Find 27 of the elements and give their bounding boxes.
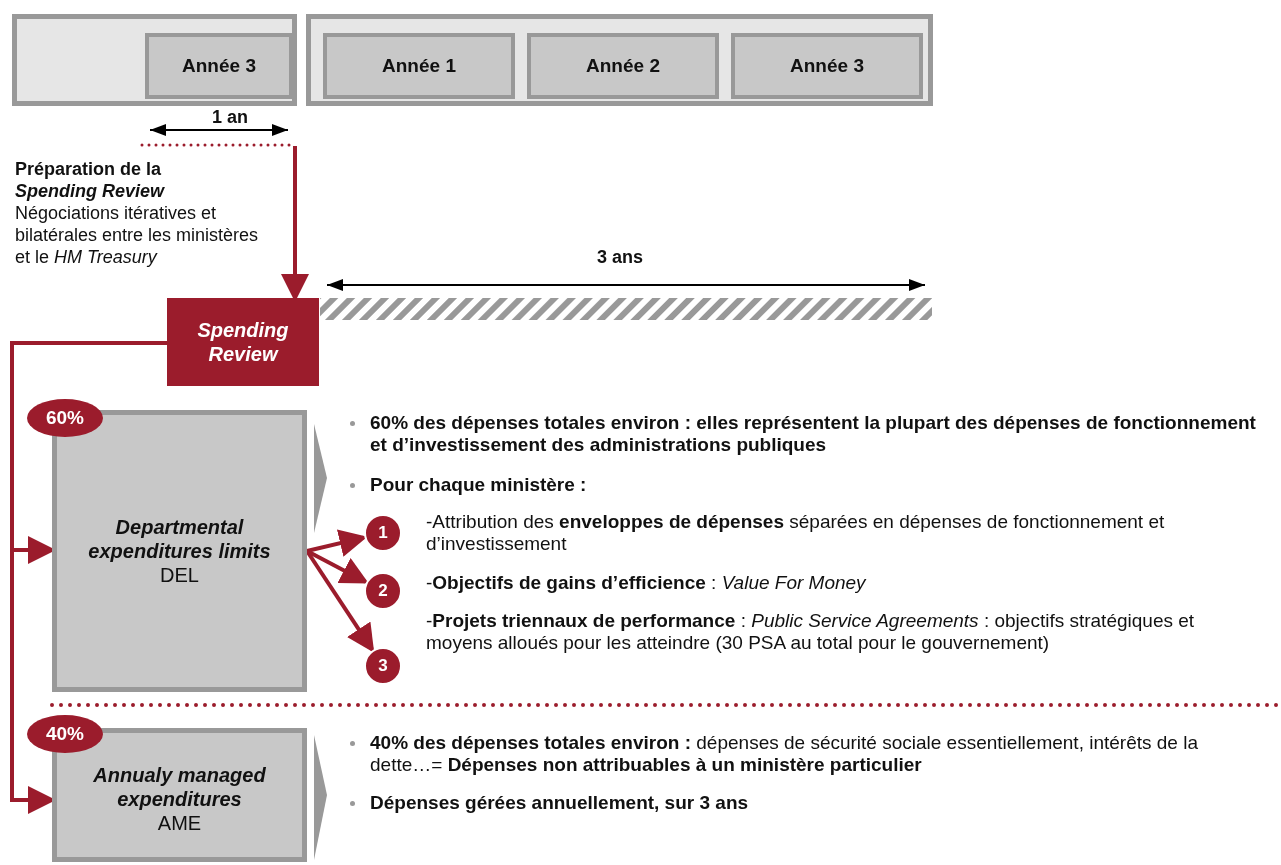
bullet-text: 40% des dépenses totales environ : dépenses de sécurité sociale essentiellement, intérêts de la dette…= Dépenses non attribuables à un ministère particulier <box>370 732 1199 776</box>
note-text: Négociations itératives et bilatérales entre les ministères et le HM Treasury <box>15 202 260 268</box>
year-box: Année 1 <box>323 33 515 99</box>
number-circle: 1 <box>364 514 402 552</box>
timeline-panel <box>12 14 297 106</box>
year-box: Année 2 <box>527 33 719 99</box>
timeline-panel <box>306 14 933 106</box>
item-text: -Projets triennaux de performance : Public Service Agreements : objectifs stratégiques et moyens alloués pour les atteindre (30 PSA au total pour le gouvernement) <box>426 610 1196 654</box>
spending-review-box: Spending Review <box>167 298 319 386</box>
category-title: Departmental expenditures limits <box>87 515 272 563</box>
category-abbreviation: AME <box>157 811 202 835</box>
item-text: -Objectifs de gains d’efficience : Value For Money <box>426 572 868 594</box>
percent-badge: 40% <box>27 715 103 753</box>
bullet-text: 60% des dépenses totales environ : elles représentent la plupart des dépenses de fonctionnement et d’investissement des administrations publiques <box>370 412 1257 456</box>
percent-badge: 60% <box>27 399 103 437</box>
category-title: Annualy managed expenditures <box>92 763 267 811</box>
category-abbreviation: DEL <box>160 563 199 587</box>
note-heading: Préparation de la Spending Review <box>15 158 166 202</box>
dim-label: 1 an <box>211 106 249 128</box>
dim-label: 3 ans <box>596 246 644 268</box>
year-box: Année 3 <box>145 33 293 99</box>
number-circle: 3 <box>364 647 402 685</box>
item-text: -Attribution des enveloppes de dépenses séparées en dépenses de fonctionnement et d’investissement <box>426 511 1166 555</box>
bullet-text: Pour chaque ministère : <box>370 474 588 496</box>
year-box: Année 3 <box>731 33 923 99</box>
bullet-text: Dépenses gérées annuellement, sur 3 ans <box>370 792 750 814</box>
number-circle: 2 <box>364 572 402 610</box>
